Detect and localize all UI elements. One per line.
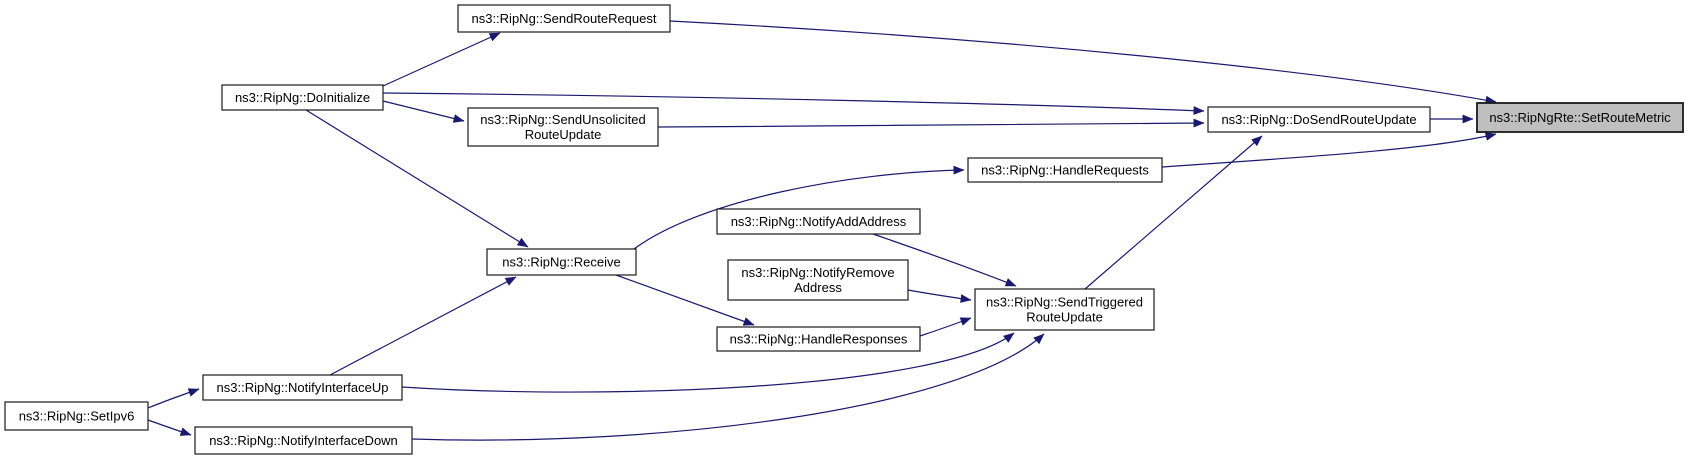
- node-box-receive[interactable]: [486, 248, 637, 276]
- node-label-set-route-metric: ns3::RipNgRte::SetRouteMetric: [1489, 110, 1671, 125]
- node-label-notify-add-address: ns3::RipNg::NotifyAddAddress: [731, 214, 907, 229]
- node-label-send-route-request: ns3::RipNg::SendRouteRequest: [471, 11, 656, 26]
- node-box-do-initialize[interactable]: [221, 84, 384, 111]
- node-box-notify-interface-down[interactable]: [194, 426, 413, 455]
- edge-notify-add-address-to-send-triggered-route-update: [872, 233, 1017, 287]
- node-do-send-route-update[interactable]: ns3::RipNg::DoSendRouteUpdate: [1207, 106, 1431, 133]
- edge-set-ipv6-to-notify-interface-up: [147, 388, 200, 409]
- node-box-send-route-request[interactable]: [457, 4, 671, 33]
- node-label-notify-interface-up: ns3::RipNg::NotifyInterfaceUp: [217, 380, 389, 395]
- edge-handle-responses-to-send-triggered-route-update: [919, 317, 972, 337]
- edge-send-unsolicited-route-update-to-do-send-route-update: [657, 118, 1205, 128]
- edge-send-route-request-to-set-route-metric: [669, 20, 1497, 105]
- node-box-notify-add-address[interactable]: [716, 208, 921, 235]
- edge-send-triggered-route-update-to-do-send-route-update: [1084, 135, 1263, 290]
- node-label-handle-requests: ns3::RipNg::HandleRequests: [981, 163, 1149, 178]
- edge-do-initialize-to-send-route-request: [382, 32, 501, 87]
- edge-handle-requests-to-set-route-metric: [1161, 132, 1497, 168]
- node-handle-requests[interactable]: ns3::RipNg::HandleRequests: [967, 157, 1163, 183]
- edge-notify-remove-address-to-send-triggered-route-update: [907, 289, 972, 303]
- node-receive[interactable]: ns3::RipNg::Receive: [486, 248, 637, 276]
- node-notify-interface-down[interactable]: ns3::RipNg::NotifyInterfaceDown: [194, 426, 413, 455]
- node-label-do-initialize: ns3::RipNg::DoInitialize: [235, 90, 370, 105]
- node-label-notify-interface-down: ns3::RipNg::NotifyInterfaceDown: [209, 433, 398, 448]
- node-notify-add-address[interactable]: ns3::RipNg::NotifyAddAddress: [716, 208, 921, 235]
- node-box-set-ipv6[interactable]: [4, 401, 149, 431]
- node-layer: ns3::RipNg::SendRouteRequestns3::RipNg::…: [4, 4, 1684, 455]
- node-label-set-ipv6: ns3::RipNg::SetIpv6: [19, 409, 135, 424]
- edge-notify-interface-up-to-send-triggered-route-update: [401, 332, 1015, 393]
- node-label-receive: ns3::RipNg::Receive: [502, 255, 621, 270]
- node-box-notify-interface-up[interactable]: [202, 374, 403, 401]
- node-box-notify-remove-address[interactable]: [727, 259, 909, 301]
- node-notify-interface-up[interactable]: ns3::RipNg::NotifyInterfaceUp: [202, 374, 403, 401]
- node-box-send-unsolicited-route-update[interactable]: [467, 107, 659, 147]
- edge-notify-interface-up-to-receive: [329, 276, 517, 376]
- edge-receive-to-handle-responses: [615, 274, 755, 326]
- edge-layer: [147, 20, 1497, 441]
- edge-do-initialize-to-do-send-route-update: [382, 92, 1205, 115]
- node-do-initialize[interactable]: ns3::RipNg::DoInitialize: [221, 84, 384, 111]
- node-box-handle-requests[interactable]: [967, 157, 1163, 183]
- edge-set-ipv6-to-notify-interface-down: [147, 419, 192, 436]
- edge-notify-interface-down-to-send-triggered-route-update: [411, 333, 1045, 441]
- edge-receive-to-handle-requests: [633, 165, 965, 250]
- node-set-route-metric: ns3::RipNgRte::SetRouteMetric: [1476, 102, 1684, 133]
- edge-do-initialize-to-receive: [305, 109, 529, 248]
- node-label-do-send-route-update: ns3::RipNg::DoSendRouteUpdate: [1221, 112, 1416, 127]
- edge-do-initialize-to-send-unsolicited-route-update: [382, 100, 465, 123]
- node-label-handle-responses: ns3::RipNg::HandleResponses: [730, 332, 908, 347]
- node-handle-responses[interactable]: ns3::RipNg::HandleResponses: [716, 326, 921, 352]
- node-box-handle-responses[interactable]: [716, 326, 921, 352]
- node-box-set-route-metric: [1476, 102, 1684, 133]
- node-set-ipv6[interactable]: ns3::RipNg::SetIpv6: [4, 401, 149, 431]
- node-send-route-request[interactable]: ns3::RipNg::SendRouteRequest: [457, 4, 671, 33]
- node-box-send-triggered-route-update[interactable]: [974, 288, 1155, 331]
- node-box-do-send-route-update[interactable]: [1207, 106, 1431, 133]
